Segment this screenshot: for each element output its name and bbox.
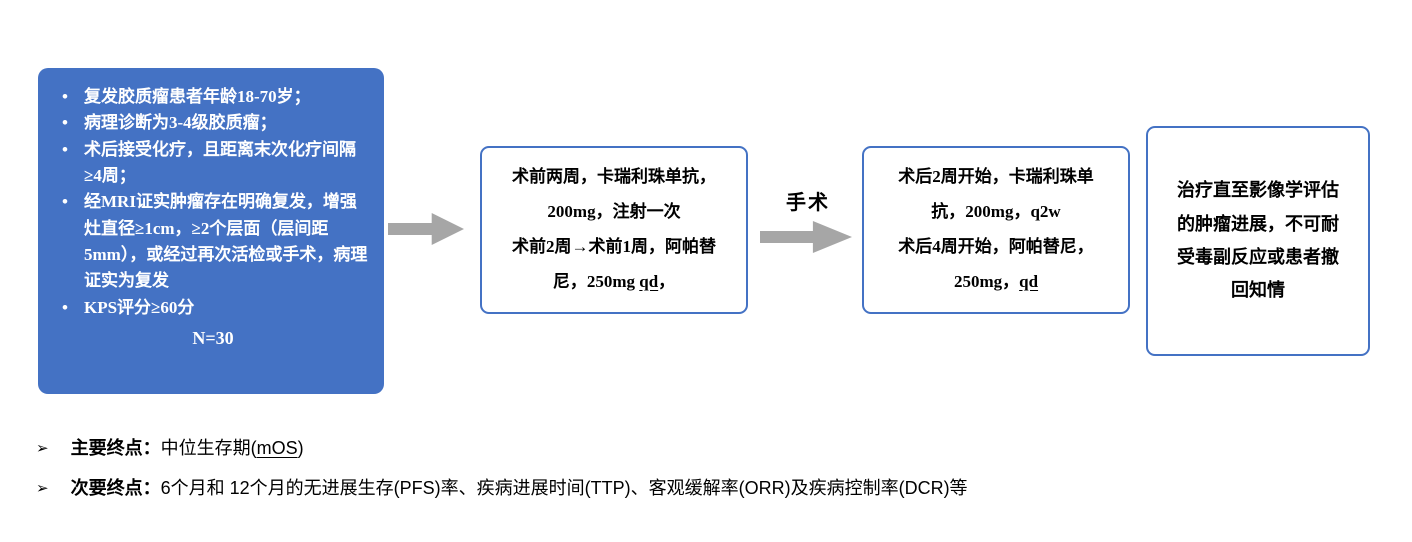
pre-op-treatment-box: 术前两周，卡瑞利珠单抗， 200mg，注射一次 术前2周→术前1周，阿帕替 尼，… (480, 146, 748, 314)
criterion-text: 术后接受化疗，且距离末次化疗间隔≥4周； (84, 139, 356, 186)
treatment-line: 术前2周→术前1周，阿帕替 (512, 237, 716, 256)
treatment-line: 抗，200mg，q2w (931, 202, 1061, 222)
duration-line: 治疗直至影像学评估 (1177, 180, 1339, 201)
duration-line: 回知情 (1231, 280, 1285, 301)
inclusion-criteria-box: • 复发胶质瘤患者年龄18-70岁； • 病理诊断为3-4级胶质瘤； • 术后接… (38, 68, 384, 394)
post-op-treatment-box: 术后2周开始，卡瑞利珠单 抗，200mg，q2w 术后4周开始，阿帕替尼， 25… (862, 146, 1130, 314)
treatment-line: 200mg，注射一次 (547, 202, 681, 222)
inclusion-criterion-4: • 经MRI证实肿瘤存在明确复发，增强灶直径≥1cm，≥2个层面（层间距5mm）… (58, 189, 368, 294)
underlined-text: qd (1019, 271, 1039, 291)
inclusion-criterion-2: • 病理诊断为3-4级胶质瘤； (58, 110, 368, 136)
text-segment: ) (297, 438, 304, 458)
text-segment: 尼，250mg (552, 271, 640, 291)
criterion-text: 病理诊断为3-4级胶质瘤； (84, 113, 277, 133)
criterion-text: 经MRI证实肿瘤存在明确复发，增强灶直径≥1cm，≥2个层面（层间距5mm），或… (84, 192, 368, 291)
criterion-text: 复发胶质瘤患者年龄18-70岁； (84, 87, 311, 106)
bullet-icon: • (62, 297, 68, 317)
arrow-bullet-icon: ➢ (36, 480, 49, 497)
bullet-icon: • (62, 192, 68, 212)
endpoint-label: 主要终点： (70, 438, 161, 458)
inclusion-criterion-3: • 术后接受化疗，且距离末次化疗间隔≥4周； (58, 137, 368, 190)
surgery-label: 手术 (786, 192, 830, 214)
treatment-line: 术后4周开始，阿帕替尼， (898, 237, 1094, 256)
treatment-line: 尼，250mg qd， (553, 265, 675, 300)
text-segment: 250mg， (953, 271, 1020, 291)
endpoint-text: 中位生存期(mOS) (161, 434, 304, 460)
bullet-icon: • (62, 139, 68, 159)
duration-line: 的肿瘤进展，不可耐 (1177, 213, 1339, 234)
bullet-icon: • (62, 87, 68, 106)
sample-size: N=30 (192, 328, 234, 349)
treatment-line: 术前两周，卡瑞利珠单抗， (512, 167, 716, 187)
endpoint-text: 6个月和 12个月的无进展生存(PFS)率、疾病进展时间(TTP)、客观缓解率(… (160, 478, 968, 498)
inclusion-criterion-1: • 复发胶质瘤患者年龄18-70岁； (58, 84, 368, 110)
arrow-bullet-icon: ➢ (36, 440, 49, 457)
secondary-endpoint: ➢ 次要终点： 6个月和 12个月的无进展生存(PFS)率、疾病进展时间(TTP… (36, 474, 968, 500)
text-segment: ， (658, 271, 676, 291)
criterion-text: KPS评分≥60分 (84, 297, 195, 317)
text-segment: 中位生存期( (160, 438, 257, 458)
inclusion-criterion-5: • KPS评分≥60分 (58, 295, 368, 321)
endpoint-label: 次要终点： (70, 478, 161, 498)
duration-line: 受毒副反应或患者撤 (1177, 247, 1339, 267)
treatment-line: 术后2周开始，卡瑞利珠单 (898, 167, 1094, 187)
right-arrow-icon (760, 221, 852, 253)
treatment-line: 250mg，qd (954, 265, 1038, 300)
right-arrow-icon (388, 213, 464, 245)
surgery-step: 手术 (760, 186, 856, 253)
treatment-duration-box: 治疗直至影像学评估 的肿瘤进展，不可耐 受毒副反应或患者撤 回知情 (1146, 126, 1370, 356)
underlined-text: qd (639, 271, 659, 291)
underlined-text: mOS (256, 438, 298, 458)
bullet-icon: • (62, 113, 68, 133)
primary-endpoint: ➢ 主要终点： 中位生存期(mOS) (36, 434, 304, 460)
